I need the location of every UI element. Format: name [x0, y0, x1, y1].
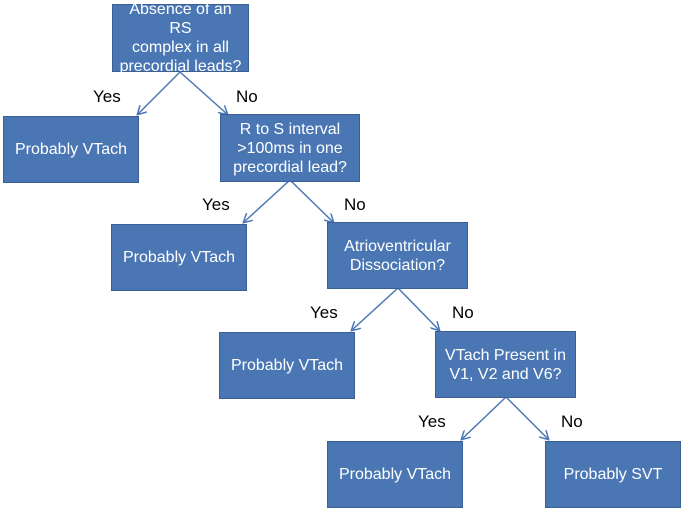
label-no-1: No	[236, 87, 258, 106]
result-probably-vtach-3: Probably VTach	[219, 332, 355, 399]
question-av-dissociation: Atrioventricular Dissociation?	[327, 222, 468, 289]
label-no-4: No	[561, 412, 583, 431]
question-r-to-s-interval: R to S interval >100ms in one precordial…	[220, 114, 360, 182]
arrow-q1-yes	[138, 71, 181, 114]
question-vtach-present: VTach Present in V1, V2 and V6?	[435, 331, 576, 398]
arrow-q2-yes	[244, 179, 291, 222]
label-yes-2: Yes	[202, 195, 230, 214]
result-probably-vtach-2: Probably VTach	[111, 224, 247, 291]
label-yes-1: Yes	[93, 87, 121, 106]
arrow-q4-yes	[462, 396, 507, 439]
question-rs-complex: Absence of an RS complex in all precordi…	[112, 1, 249, 75]
label-yes-4: Yes	[418, 412, 446, 431]
result-probably-vtach-1: Probably VTach	[3, 116, 139, 183]
arrow-q1-no	[179, 71, 227, 114]
arrow-q3-yes	[352, 287, 399, 330]
arrow-q3-no	[397, 287, 439, 330]
label-no-2: No	[344, 195, 366, 214]
arrow-q4-no	[505, 396, 548, 439]
arrow-q2-no	[289, 179, 333, 222]
result-probably-vtach-4: Probably VTach	[327, 441, 463, 508]
label-yes-3: Yes	[310, 303, 338, 322]
result-probably-svt: Probably SVT	[545, 441, 681, 508]
label-no-3: No	[452, 303, 474, 322]
